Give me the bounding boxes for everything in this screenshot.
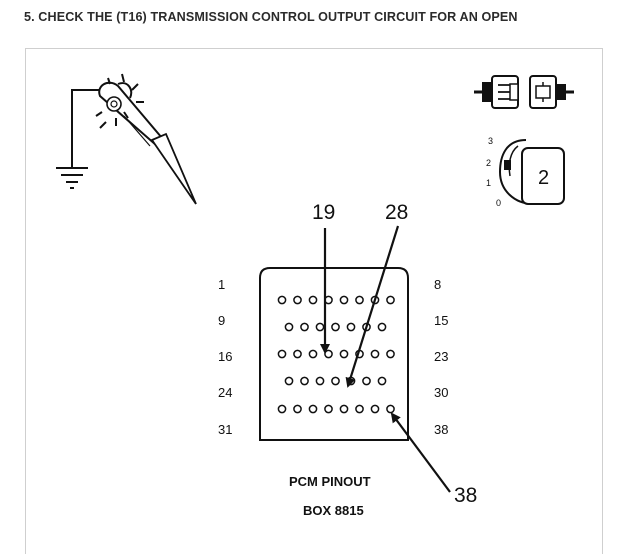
caption-pcm-pinout: PCM PINOUT (289, 474, 371, 489)
row-label-left-2: 9 (218, 313, 225, 328)
pin-hole (386, 295, 395, 305)
pin-hole (339, 404, 349, 414)
callout-pin-38: 38 (454, 484, 477, 507)
arrow-pin-28 (345, 225, 400, 388)
ignition-key-number: 2 (538, 167, 549, 189)
pin-hole (339, 295, 349, 305)
pin-hole (386, 404, 395, 414)
row-label-right-4: 30 (434, 385, 448, 400)
pin-hole (308, 295, 318, 305)
pin-hole (386, 349, 395, 359)
pin-hole (315, 376, 325, 386)
pin-hole (331, 322, 340, 332)
pin-hole (308, 349, 318, 359)
caption-box-number: BOX 8815 (303, 503, 364, 518)
ground-symbol-icon (56, 167, 88, 189)
pin-hole (293, 404, 302, 414)
pin-hole (308, 404, 318, 414)
row-label-right-1: 8 (434, 277, 441, 292)
row-label-right-5: 38 (434, 422, 448, 437)
row-label-left-3: 16 (218, 349, 232, 364)
ignition-position-1: 1 (486, 178, 491, 188)
pin-hole (331, 376, 340, 386)
pin-hole (324, 404, 333, 414)
disconnected-connector-icon (474, 75, 574, 109)
pin-hole (277, 295, 287, 305)
pin-hole (370, 349, 380, 359)
ignition-position-0: 0 (496, 198, 501, 208)
pin-hole (315, 322, 325, 332)
step-heading: 5. CHECK THE (T16) TRANSMISSION CONTROL … (24, 10, 518, 24)
pin-hole (300, 322, 309, 332)
pin-hole (355, 295, 364, 305)
pin-hole (293, 349, 302, 359)
arrow-pin-38 (390, 412, 451, 493)
ignition-key-icon: 3 2 1 0 2 (486, 136, 565, 208)
pin-hole (339, 349, 349, 359)
pin-hole (370, 404, 380, 414)
pin-hole (284, 322, 294, 332)
test-light-icon (56, 73, 197, 205)
callout-pin-28: 28 (385, 201, 408, 224)
pin-hole (377, 376, 387, 386)
pcm-pin-array (277, 295, 395, 414)
row-label-left-4: 24 (218, 385, 232, 400)
pin-hole (377, 322, 387, 332)
pin-hole (355, 404, 364, 414)
pin-hole (277, 349, 287, 359)
pin-hole (284, 376, 294, 386)
row-label-right-2: 15 (434, 313, 448, 328)
pin-hole (300, 376, 309, 386)
ignition-position-3: 3 (488, 136, 493, 146)
row-label-left-5: 31 (218, 422, 232, 437)
row-label-left-1: 1 (218, 277, 225, 292)
row-label-right-3: 23 (434, 349, 448, 364)
pin-hole (362, 376, 371, 386)
pin-hole (277, 404, 287, 414)
pin-hole (346, 322, 356, 332)
ignition-position-2: 2 (486, 158, 491, 168)
pin-hole (293, 295, 302, 305)
callout-pin-19: 19 (312, 201, 335, 224)
